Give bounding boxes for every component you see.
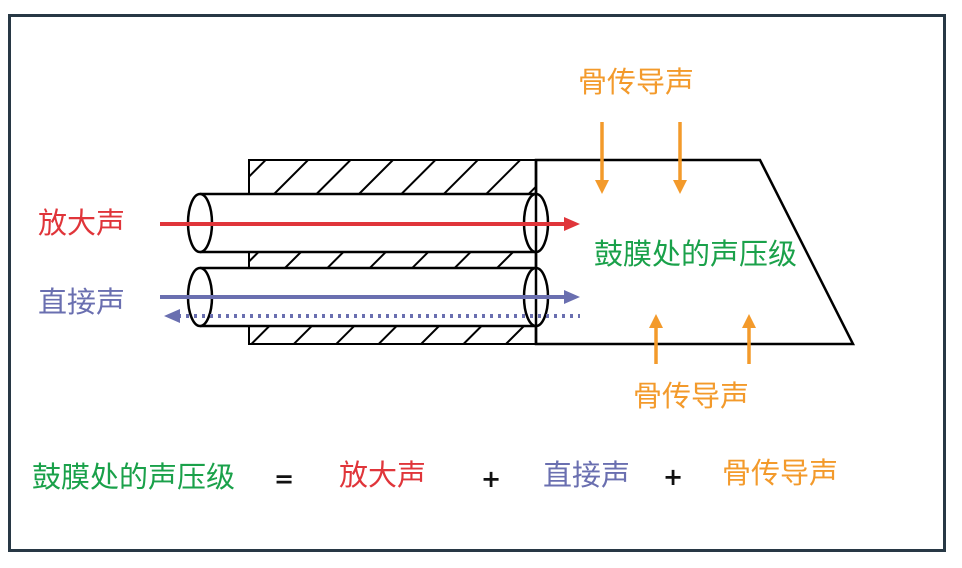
equation-plus-2: + [663,463,684,491]
equation-bone-conduction: 骨传导声 [722,456,839,490]
equation-direct: 直接声 [543,458,631,492]
bone-conduction-arrow-top-left [595,122,609,194]
bone-conduction-arrow-bottom-right [742,314,756,364]
eardrum-spl-label: 鼓膜处的声压级 [594,237,798,271]
equation-plus-1: + [481,465,502,493]
bone-conduction-arrow-top-right [673,122,687,194]
equation-eardrum-spl: 鼓膜处的声压级 [32,460,236,494]
amplified-sound-label: 放大声 [38,206,126,240]
bone-conduction-label-top: 骨传导声 [578,65,695,99]
direct-sound-arrow [160,290,580,304]
leakage-sound-arrow [164,309,580,323]
direct-sound-label: 直接声 [38,285,126,319]
bone-conduction-label-bottom: 骨传导声 [633,379,750,413]
equation-equals: = [274,465,295,493]
amplified-sound-arrow [160,217,580,231]
bone-conduction-arrow-bottom-left [649,314,663,364]
equation-amplified: 放大声 [339,458,427,492]
